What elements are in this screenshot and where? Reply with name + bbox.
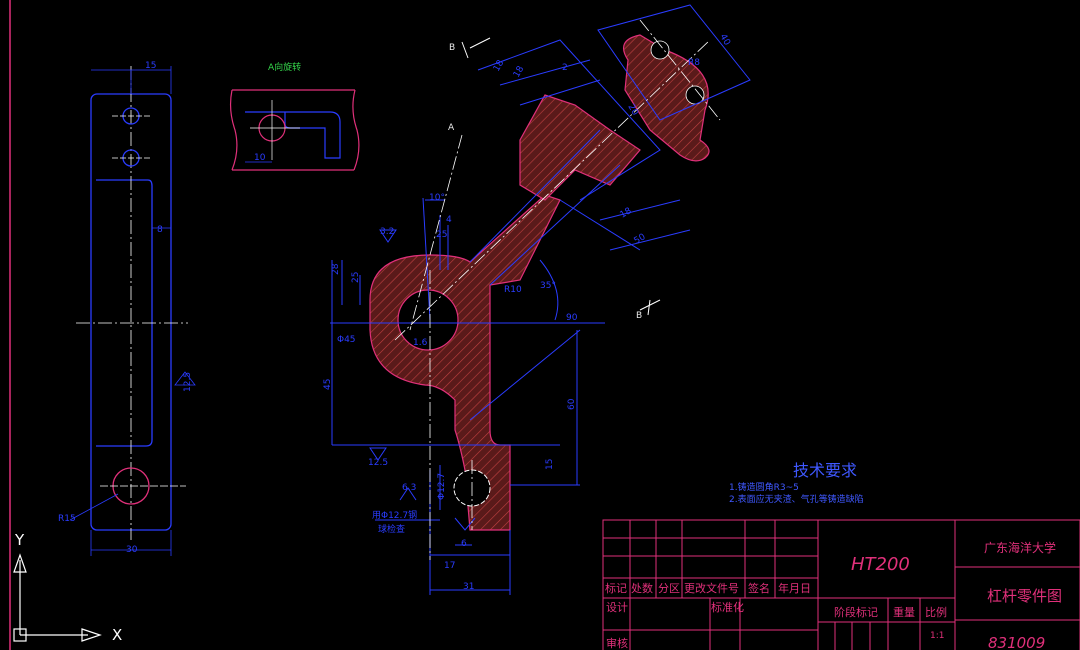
dim-17: 17 [444, 561, 455, 571]
dim-angle-90: 90 [566, 313, 578, 323]
dim-25b: 25 [351, 272, 361, 283]
dim-aux-offset: 10 [254, 153, 266, 163]
dim-18-b: 18 [512, 64, 527, 79]
dim-40-top: 40 [717, 33, 732, 48]
dim-50: 50 [633, 232, 648, 247]
aux-view-break-right [352, 89, 360, 171]
dim-18-c: 18 [619, 206, 634, 221]
side-view [69, 66, 196, 556]
main-view-arm [519, 94, 641, 201]
dim-45: 45 [323, 379, 333, 390]
dim-2: 2 [562, 63, 568, 73]
main-view-top-lug [622, 34, 710, 162]
drawing-number: 831009 [988, 634, 1045, 650]
dim-side-radius: R15 [58, 514, 76, 524]
aux-view-break-left [229, 89, 238, 171]
ucs-y-label: Y [14, 531, 25, 549]
tb-weight: 重量 [893, 605, 915, 619]
ball-note-line2: 球检查 [378, 523, 405, 535]
dim-dia-127: Φ12.7 [437, 473, 447, 500]
section-label-b-top: B [449, 43, 455, 53]
dim-25: 25 [436, 230, 447, 240]
main-view-lug-hole-a [650, 40, 670, 60]
tech-req-item-2: 2.表面应无夹渣、气孔等铸造缺陷 [729, 493, 864, 505]
dim-60: 60 [567, 398, 577, 410]
dim-side-top-width: 15 [145, 61, 156, 71]
dim-31: 31 [463, 582, 474, 592]
aux-view-slot [245, 111, 341, 159]
dim-28: 28 [331, 263, 341, 275]
main-view [330, 4, 751, 595]
title-block [602, 519, 1080, 650]
dim-dia-45: Φ45 [337, 335, 356, 345]
dim-side-inner: 8 [157, 225, 163, 235]
tb-review: 审核 [606, 636, 628, 650]
ucs-icon [13, 553, 102, 642]
tb-stage-mark: 阶段标记 [834, 605, 878, 619]
dim-r8: R8 [688, 58, 700, 68]
section-label-a: A [448, 123, 455, 133]
tech-req-title: 技术要求 [793, 461, 857, 480]
tb-design: 设计 [606, 601, 628, 614]
tb-header-mark: 标记 [605, 581, 627, 595]
tb-header-zone: 分区 [658, 582, 680, 595]
tb-standardize: 标准化 [711, 600, 744, 614]
tb-scale-label: 比例 [925, 605, 947, 619]
dim-angle-35: 35° [540, 281, 556, 291]
ball-note-line1: 用Φ12.7钢 [372, 509, 417, 521]
dim-32: 3.2 [380, 227, 394, 237]
tb-header-count: 处数 [631, 582, 653, 595]
dim-side-bottom-width: 30 [126, 545, 138, 555]
drawing-name: 杠杆零件图 [987, 587, 1062, 605]
main-view-bore [397, 289, 459, 351]
tb-header-date: 年月日 [778, 581, 811, 595]
tech-req-item-1: 1.铸造圆角R3~5 [729, 481, 799, 493]
section-label-b-bottom: B [636, 311, 642, 321]
tb-header-sign: 签名 [748, 581, 770, 595]
school-name: 广东海洋大学 [984, 540, 1056, 555]
side-view-inner-slot [96, 179, 153, 447]
dim-15-right: 15 [545, 459, 555, 470]
dim-6: 6 [461, 539, 467, 549]
tb-scale-value: 1:1 [930, 631, 944, 641]
material-label: HT200 [851, 554, 910, 575]
dim-angle-10: 10° [429, 193, 445, 203]
dim-16: 1.6 [413, 338, 428, 348]
dim-63: 6.3 [402, 483, 416, 493]
dim-125-bottom: 12.5 [368, 458, 388, 468]
dim-side-roughness: 12.5 [183, 372, 193, 392]
tb-header-change-doc: 更改文件号 [684, 581, 739, 595]
ucs-x-label: X [112, 626, 122, 644]
aux-view [229, 89, 360, 171]
dim-r10: R10 [504, 285, 522, 295]
aux-view-label: A向旋转 [268, 61, 301, 73]
dim-4: 4 [446, 215, 452, 225]
